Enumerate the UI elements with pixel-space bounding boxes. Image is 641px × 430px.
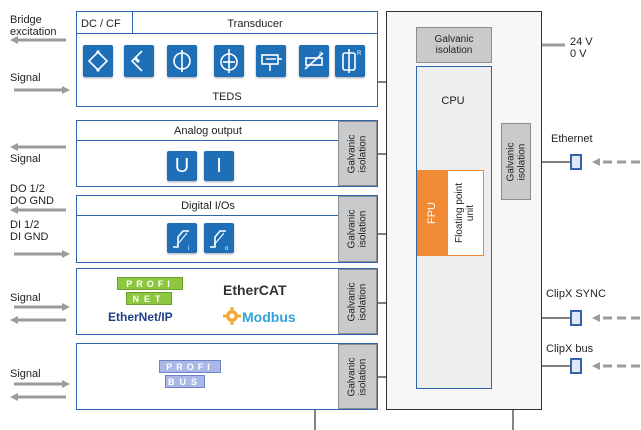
fpu-label: FPU — [426, 202, 438, 224]
floating-point-unit-label: Floating point unit — [454, 182, 477, 244]
power-galvanic-isolation: Galvanic isolation — [416, 27, 492, 63]
clipx-sync-label: ClipX SYNC — [546, 288, 606, 300]
signal-label-3: Signal — [10, 292, 41, 304]
floating-point-unit-block: Floating point unit — [447, 170, 484, 256]
bridge-excitation-label: Bridge excitation — [10, 14, 57, 38]
svg-text:i: i — [188, 246, 189, 252]
fieldbus-module: PROFI NET EtherCAT EtherNet/IP Modbus — [76, 268, 378, 335]
analog-galvanic-isolation: Galvanic isolation — [338, 121, 377, 186]
clipx-bus-label: ClipX bus — [546, 343, 594, 355]
modbus-gear-icon — [223, 307, 241, 325]
potentiometer-icon — [214, 45, 244, 77]
di-label: DI 1/2 DI GND — [10, 219, 49, 243]
clipx-bus-port — [570, 358, 582, 374]
digital-galvanic-isolation: Galvanic isolation — [338, 196, 377, 262]
ethernet-port — [570, 154, 582, 170]
clipx-sync-port — [570, 310, 582, 326]
digital-io-module: Digital I/Os i o — [76, 195, 378, 263]
dc-cf-label: DC / CF — [81, 18, 121, 30]
svg-text:o: o — [225, 246, 229, 252]
modbus-logo: Modbus — [242, 309, 296, 325]
transducer-module: DC / CF Transducer TEDS ϑ R — [76, 11, 378, 107]
ethernet-galvanic-isolation: Galvanic isolation — [501, 123, 531, 200]
piezo-icon: R — [335, 45, 365, 77]
teds-label: TEDS — [212, 91, 242, 103]
svg-text:ϑ: ϑ — [319, 52, 323, 58]
analog-output-title: Analog output — [174, 125, 242, 137]
transducer-title: Transducer — [227, 18, 283, 30]
profibus-galvanic-isolation: Galvanic isolation — [338, 344, 377, 409]
power-label: 24 V 0 V — [570, 36, 593, 60]
signal-label-4: Signal — [10, 368, 41, 380]
digital-io-title: Digital I/Os — [181, 200, 235, 212]
thermocouple-icon: ϑ — [299, 45, 329, 77]
current-output-icon: I — [204, 151, 234, 181]
do-label: DO 1/2 DO GND — [10, 183, 54, 207]
signal-label-1: Signal — [10, 72, 41, 84]
quarter-bridge-icon — [167, 45, 197, 77]
digital-input-icon: i — [167, 223, 197, 253]
ethernetip-logo: EtherNet/IP — [108, 310, 173, 324]
profinet-logo: PROFI NET — [117, 277, 183, 305]
half-bridge-icon — [124, 45, 154, 77]
cpu-label: CPU — [441, 95, 465, 107]
profibus-module: PROFI BUS — [76, 343, 378, 410]
ethercat-logo: EtherCAT — [223, 282, 287, 298]
full-bridge-icon — [83, 45, 113, 77]
ethernet-label: Ethernet — [551, 133, 593, 145]
svg-text:R: R — [357, 51, 362, 57]
fieldbus-galvanic-isolation: Galvanic isolation — [338, 269, 377, 334]
signal-label-2: Signal — [10, 153, 41, 165]
analog-output-module: Analog output U I — [76, 120, 378, 187]
digital-output-icon: o — [204, 223, 234, 253]
fpu-block: FPU — [417, 170, 447, 256]
voltage-output-icon: U — [167, 151, 197, 181]
profibus-logo: PROFI BUS — [159, 360, 221, 392]
lvdt-icon — [256, 45, 286, 77]
